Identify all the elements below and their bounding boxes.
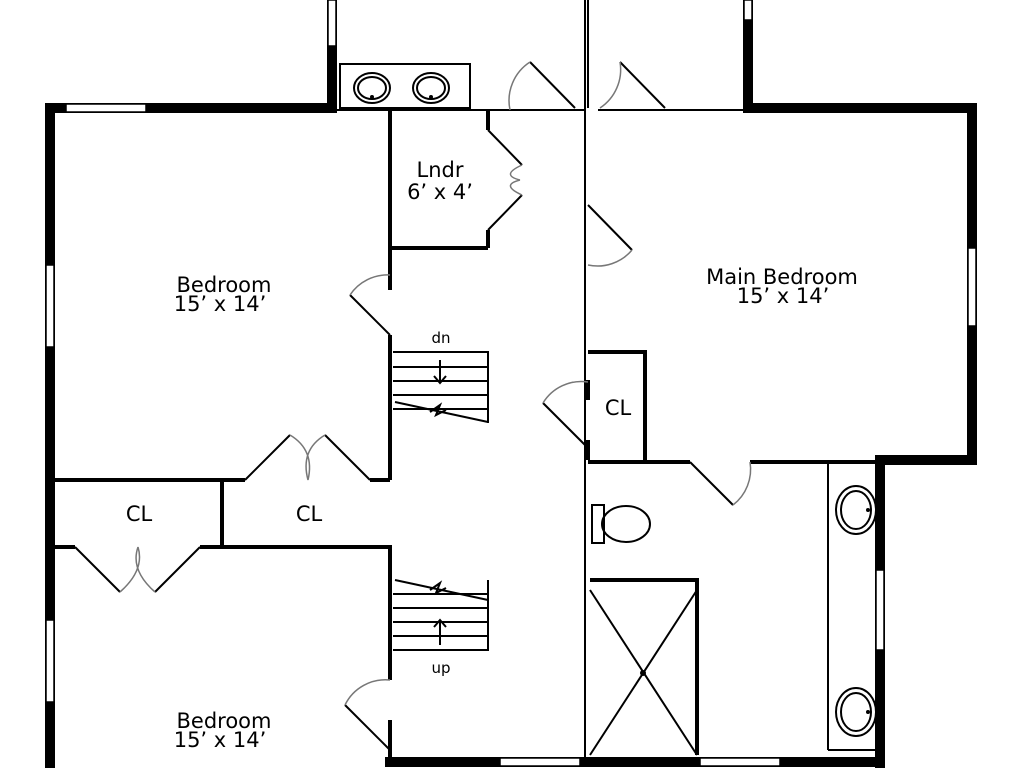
down-arrow-icon [433, 360, 447, 385]
bedroom-bottom-size: 15’ x 14’ [174, 728, 267, 752]
stairs-down-label: dn [431, 329, 450, 347]
laundry-name: Lndr [417, 158, 464, 182]
main-bedroom-size: 15’ x 14’ [737, 284, 830, 308]
closet-left-label: CL [126, 502, 153, 526]
staircase [393, 351, 489, 651]
up-arrow-icon [433, 618, 447, 645]
closet-middle-label: CL [296, 502, 323, 526]
stairs-up-label: up [431, 659, 450, 677]
laundry-size: 6’ x 4’ [407, 180, 473, 204]
bedroom-top-name: Bedroom [177, 273, 272, 297]
toilet-bowl [601, 505, 651, 543]
main-bedroom-name: Main Bedroom [706, 265, 858, 289]
windows [45, 0, 977, 767]
interior-walls [55, 0, 875, 762]
toilet-tank [591, 504, 605, 544]
doors [74, 61, 752, 751]
bedroom-top-size: 15’ x 14’ [174, 292, 267, 316]
fixtures [339, 63, 877, 737]
exterior-walls [45, 0, 977, 768]
bedroom-bottom-name: Bedroom [177, 709, 272, 733]
closet-main-label: CL [605, 396, 632, 420]
